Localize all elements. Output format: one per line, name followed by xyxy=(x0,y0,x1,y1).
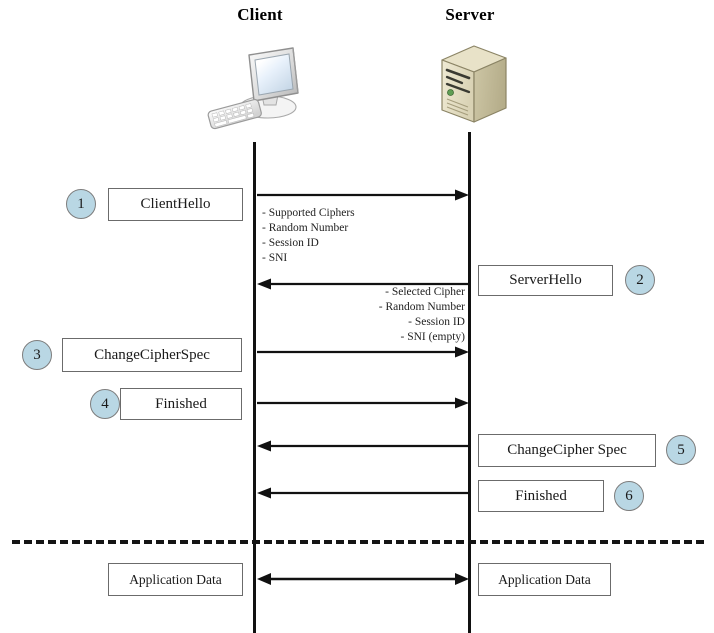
arrow-server-hello xyxy=(257,278,469,290)
message-box-client-hello: ClientHello xyxy=(108,188,243,221)
server-hello-details: - Selected Cipher - Random Number - Sess… xyxy=(325,285,465,345)
server-tower-icon xyxy=(430,40,520,135)
detail-line: - SNI xyxy=(262,252,288,264)
message-box-application-data-client: Application Data xyxy=(108,563,243,596)
step-badge-6: 6 xyxy=(614,481,644,511)
step-badge-3: 3 xyxy=(22,340,52,370)
client-lifeline xyxy=(253,142,256,633)
desktop-computer-icon xyxy=(205,45,315,133)
arrow-finished-client xyxy=(257,397,469,409)
message-box-application-data-server: Application Data xyxy=(478,563,611,596)
step-badge-1: 1 xyxy=(66,189,96,219)
step-badge-2: 2 xyxy=(625,265,655,295)
arrow-client-hello xyxy=(257,189,469,201)
client-hello-details: - Supported Ciphers - Random Number - Se… xyxy=(262,206,355,266)
server-lifeline xyxy=(468,132,471,633)
detail-line: - Selected Cipher xyxy=(385,286,465,298)
step-badge-4: 4 xyxy=(90,389,120,419)
detail-line: - Session ID xyxy=(408,316,465,328)
message-box-change-cipher-spec-server: ChangeCipher Spec xyxy=(478,434,656,467)
message-box-change-cipher-spec-client: ChangeCipherSpec xyxy=(62,338,242,372)
detail-line: - Random Number xyxy=(378,301,465,313)
step-badge-5: 5 xyxy=(666,435,696,465)
message-box-server-hello: ServerHello xyxy=(478,265,613,296)
client-title: Client xyxy=(237,5,283,24)
message-box-finished-server: Finished xyxy=(478,480,604,512)
arrow-finished-server xyxy=(257,487,469,499)
arrow-change-cipher-spec-client xyxy=(257,346,469,358)
handshake-separator xyxy=(12,540,704,544)
server-title: Server xyxy=(445,5,495,24)
detail-line: - SNI (empty) xyxy=(400,331,465,343)
arrow-application-data xyxy=(257,573,469,585)
message-box-finished-client: Finished xyxy=(120,388,242,420)
detail-line: - Session ID xyxy=(262,237,319,249)
arrow-change-cipher-spec-server xyxy=(257,440,469,452)
detail-line: - Random Number xyxy=(262,222,349,234)
detail-line: - Supported Ciphers xyxy=(262,207,355,219)
